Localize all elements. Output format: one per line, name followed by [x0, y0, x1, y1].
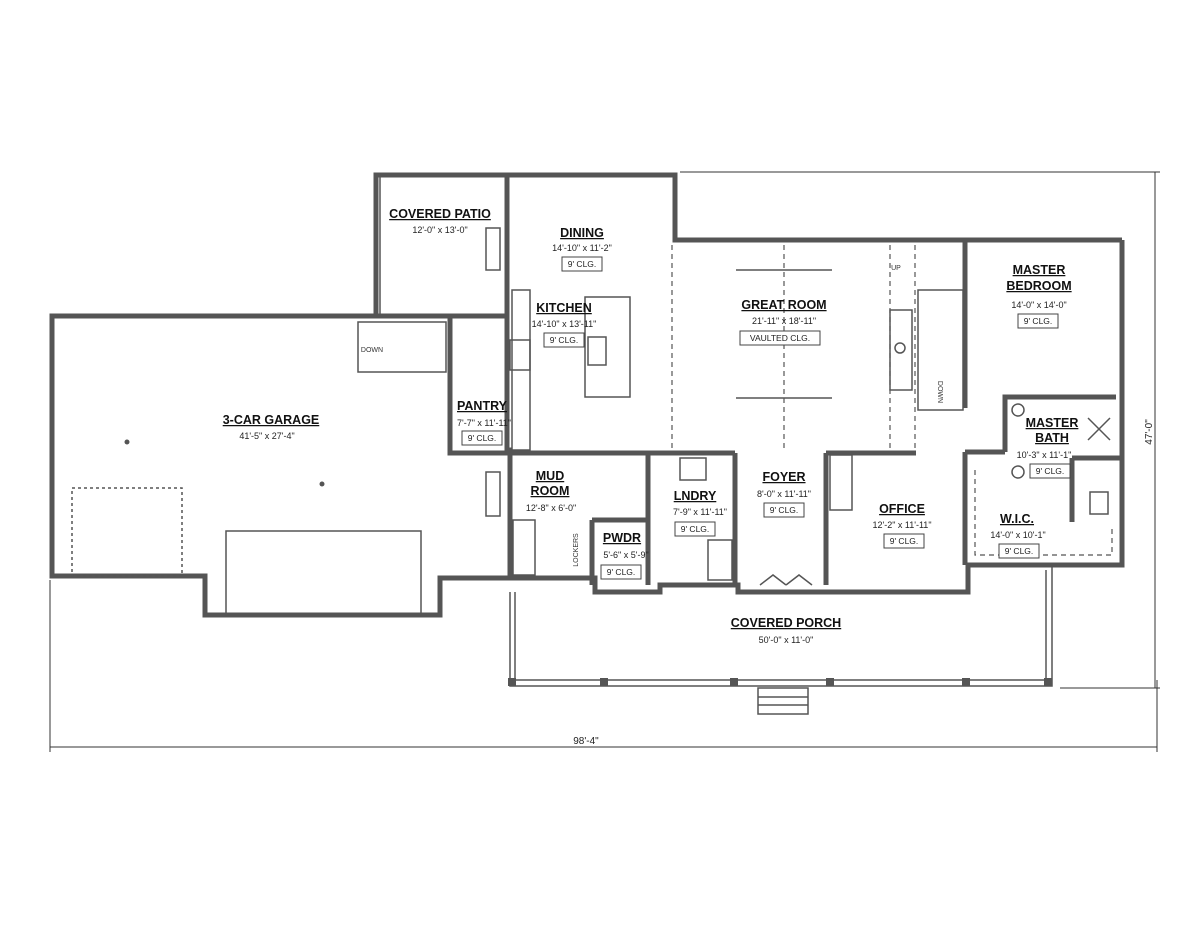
foyer-ceiling: 9' CLG. [770, 505, 799, 515]
garage-floor-drain [319, 481, 325, 487]
kitchen-ceiling: 9' CLG. [550, 335, 579, 345]
dimensions: 98'-4" 47'-0" [49, 171, 1160, 752]
fireplace [889, 309, 913, 391]
foyer-label: FOYER [762, 470, 805, 484]
main-stair [917, 289, 964, 411]
pantry-size: 7'-7" x 11'-11" [457, 418, 511, 428]
great-room-ceiling: VAULTED CLG. [750, 333, 810, 343]
garage-wall [49, 313, 505, 579]
master-bedroom-size: 14'-0" x 14'-0" [1011, 300, 1066, 310]
master-bedroom-label-line1: MASTER [1013, 263, 1066, 277]
master-bath-ceiling: 9' CLG. [1036, 466, 1065, 476]
garage-door-1 [71, 487, 183, 577]
laundry-ceiling: 9' CLG. [681, 524, 710, 534]
great-room-label: GREAT ROOM [741, 298, 826, 312]
fixtures [357, 227, 1113, 586]
overall-width-dimension: 98'-4" [573, 736, 599, 747]
foyer-size: 8'-0" x 11'-11" [757, 489, 811, 499]
wic-size: 14'-0" x 10'-1" [990, 530, 1045, 540]
house-right-wall [1060, 240, 1125, 568]
covered-porch-label: COVERED PORCH [731, 616, 841, 630]
master-bath-label-line2: BATH [1035, 431, 1069, 445]
powder-size: 5'-6" x 5'-9" [603, 550, 648, 560]
patio-steps [485, 227, 501, 271]
master-bedroom-ceiling: 9' CLG. [1024, 316, 1053, 326]
kitchen-label: KITCHEN [536, 301, 592, 315]
counter [511, 289, 531, 451]
house-wall [507, 172, 1122, 243]
laundry-label: LNDRY [674, 489, 717, 503]
porch [508, 565, 1053, 715]
garage-stair [357, 321, 447, 373]
office-ceiling: 9' CLG. [890, 536, 919, 546]
covered-porch-size: 50'-0" x 11'-0" [759, 635, 814, 645]
overall-depth-dimension: 47'-0" [1144, 419, 1155, 445]
dining-ceiling: 9' CLG. [568, 259, 597, 269]
stair-down-note: DOWN [936, 381, 943, 403]
garage-front-wall [72, 573, 505, 618]
wic-label: W.I.C. [1000, 512, 1034, 526]
house-left-wall [504, 175, 513, 578]
mud-room-label-line1: MUD [536, 469, 564, 483]
kitchen-island [584, 296, 631, 398]
master-bath-label-line1: MASTER [1026, 416, 1079, 430]
covered-patio-label: COVERED PATIO [389, 207, 491, 221]
mud-room-label-line2: ROOM [531, 484, 570, 498]
garage-label: 3-CAR GARAGE [223, 413, 320, 427]
stair-up-note: UP [891, 265, 901, 272]
range [509, 339, 531, 371]
pantry-label: PANTRY [457, 399, 508, 413]
office-size: 12'-2" x 11'-11" [872, 520, 931, 530]
covered-patio-size: 12'-0" x 13'-0" [412, 225, 467, 235]
powder-ceiling: 9' CLG. [607, 567, 636, 577]
powder-label: PWDR [603, 531, 641, 545]
dining-label: DINING [560, 226, 604, 240]
walls [49, 172, 1125, 618]
wic-ceiling: 9' CLG. [1005, 546, 1034, 556]
mud-room-size: 12'-8" x 6'-0" [526, 503, 576, 513]
master-bath-size: 10'-3" x 11'-1" [1017, 450, 1072, 460]
dining-size: 14'-10" x 11'-2" [552, 243, 612, 253]
garage-stair-down-note: DOWN [361, 347, 383, 354]
great-room-size: 21'-11" x 18'-11" [752, 316, 816, 326]
master-bedroom-label-line2: BEDROOM [1006, 279, 1071, 293]
bath-wall [1002, 394, 1116, 452]
kitchen-sink [587, 336, 607, 366]
room-labels: COVERED PATIO 12'-0" x 13'-0" DINING 14'… [223, 207, 1079, 645]
garage-door-2 [225, 530, 422, 616]
lockers-note: LOCKERS [573, 533, 580, 567]
pantry-wall [447, 316, 510, 456]
pantry-ceiling: 9' CLG. [468, 433, 497, 443]
garage-floor-drain [124, 439, 130, 445]
kitchen-size: 14'-10" x 13'-11" [532, 319, 597, 329]
house-front-wall [505, 562, 1060, 595]
porch-steps [757, 687, 809, 715]
office-label: OFFICE [879, 502, 925, 516]
patio-wall [373, 172, 507, 316]
garage-size: 41'-5" x 27'-4" [239, 431, 294, 441]
laundry-size: 7'-9" x 11'-11" [673, 507, 727, 517]
